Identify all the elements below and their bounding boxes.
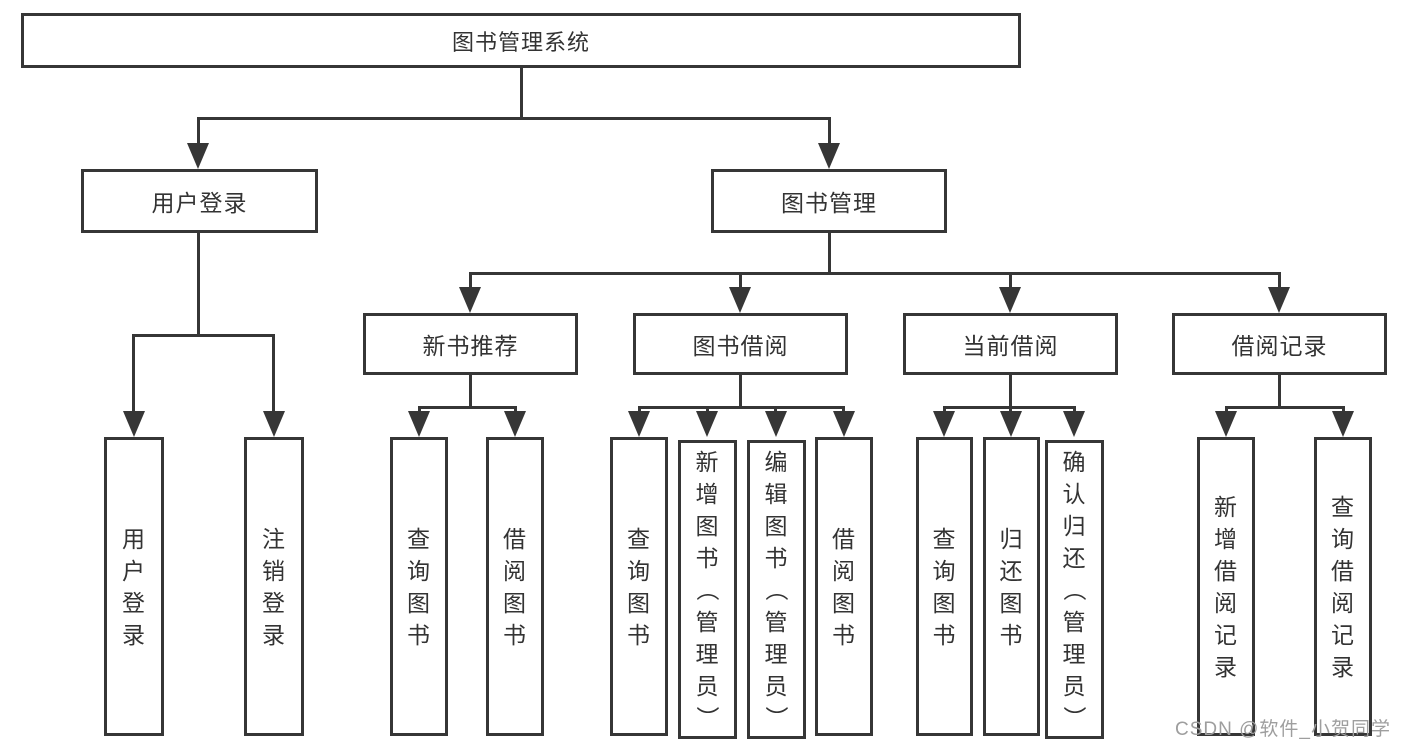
- arrow-down-icon: [1000, 411, 1022, 437]
- node-root: 图书管理系统: [21, 13, 1021, 68]
- connector-vline: [132, 334, 135, 413]
- leaf-label: 用户登录: [121, 525, 146, 648]
- leaf-logout: 注销登录: [244, 437, 304, 736]
- connector-vline: [418, 406, 421, 415]
- node-user-login: 用户登录: [81, 169, 318, 233]
- leaf-label: 查询借阅记录: [1330, 493, 1355, 680]
- node-root-label: 图书管理系统: [451, 29, 590, 55]
- node-book-borrow-label: 图书借阅: [692, 333, 789, 359]
- connector-hline: [1225, 406, 1345, 409]
- leaf-label: 确认归还（管理员）: [1061, 448, 1088, 730]
- node-new-book-recommend-label: 新书推荐: [422, 333, 519, 359]
- connector-vline: [469, 375, 472, 408]
- leaf-label: 查询图书: [932, 525, 957, 648]
- connector-hline: [418, 406, 517, 409]
- leaf-label: 借阅图书: [502, 525, 527, 648]
- arrow-down-icon: [1215, 411, 1237, 437]
- arrow-down-icon: [765, 411, 787, 437]
- node-book-management: 图书管理: [711, 169, 947, 233]
- connector-vline: [469, 272, 472, 289]
- connector-vline: [828, 233, 831, 275]
- leaf-label: 查询图书: [626, 525, 651, 648]
- leaf-label: 新增图书（管理员）: [694, 448, 721, 730]
- connector-vline: [1073, 406, 1076, 415]
- arrow-down-icon: [408, 411, 430, 437]
- arrow-down-icon: [696, 411, 718, 437]
- leaf-label: 注销登录: [261, 525, 286, 648]
- node-current-borrow-label: 当前借阅: [962, 333, 1059, 359]
- connector-vline: [197, 233, 200, 335]
- node-current-borrow: 当前借阅: [903, 313, 1118, 375]
- arrow-down-icon: [187, 143, 209, 169]
- leaf-label: 借阅图书: [831, 525, 856, 648]
- connector-hline: [132, 334, 275, 337]
- node-book-borrow: 图书借阅: [633, 313, 848, 375]
- leaf-query-books-3: 查询图书: [916, 437, 973, 736]
- connector-hline: [197, 117, 831, 120]
- connector-vline: [1342, 406, 1345, 415]
- connector-vline: [828, 117, 831, 145]
- arrow-down-icon: [1332, 411, 1354, 437]
- connector-vline: [1009, 375, 1012, 408]
- leaf-label: 编辑图书（管理员）: [763, 448, 790, 730]
- leaf-confirm-return-admin: 确认归还（管理员）: [1045, 440, 1104, 739]
- arrow-down-icon: [833, 411, 855, 437]
- leaf-label: 查询图书: [406, 525, 431, 648]
- leaf-add-books-admin: 新增图书（管理员）: [678, 440, 737, 739]
- leaf-add-borrow-record: 新增借阅记录: [1197, 437, 1255, 736]
- arrow-down-icon: [999, 287, 1021, 313]
- arrow-down-icon: [459, 287, 481, 313]
- leaf-query-books-1: 查询图书: [390, 437, 448, 736]
- connector-vline: [1009, 406, 1012, 415]
- node-borrow-record: 借阅记录: [1172, 313, 1387, 375]
- connector-vline: [1225, 406, 1228, 415]
- connector-vline: [272, 334, 275, 413]
- leaf-label: 新增借阅记录: [1213, 493, 1238, 680]
- connector-hline: [469, 272, 1281, 275]
- node-borrow-record-label: 借阅记录: [1231, 333, 1328, 359]
- connector-hline: [638, 406, 845, 409]
- arrow-down-icon: [123, 411, 145, 437]
- connector-vline: [842, 406, 845, 415]
- leaf-user-login: 用户登录: [104, 437, 164, 736]
- arrow-down-icon: [933, 411, 955, 437]
- connector-vline: [514, 406, 517, 415]
- connector-vline: [706, 406, 709, 415]
- node-book-management-label: 图书管理: [781, 190, 877, 216]
- node-user-login-label: 用户登录: [151, 190, 248, 216]
- watermark: CSDN @软件_小贺同学: [1175, 719, 1391, 740]
- connector-vline: [197, 117, 200, 145]
- node-new-book-recommend: 新书推荐: [363, 313, 578, 375]
- arrow-down-icon: [1268, 287, 1290, 313]
- arrow-down-icon: [818, 143, 840, 169]
- arrow-down-icon: [729, 287, 751, 313]
- arrow-down-icon: [1063, 411, 1085, 437]
- leaf-borrow-books-1: 借阅图书: [486, 437, 544, 736]
- leaf-return-books: 归还图书: [983, 437, 1040, 736]
- arrow-down-icon: [504, 411, 526, 437]
- connector-vline: [739, 375, 742, 408]
- connector-vline: [1009, 272, 1012, 289]
- connector-vline: [774, 406, 777, 415]
- leaf-query-borrow-record: 查询借阅记录: [1314, 437, 1372, 736]
- leaf-borrow-books-2: 借阅图书: [815, 437, 873, 736]
- leaf-edit-books-admin: 编辑图书（管理员）: [747, 440, 806, 739]
- connector-vline: [943, 406, 946, 415]
- connector-vline: [638, 406, 641, 415]
- arrow-down-icon: [263, 411, 285, 437]
- connector-vline: [739, 272, 742, 289]
- connector-vline: [1278, 375, 1281, 408]
- leaf-query-books-2: 查询图书: [610, 437, 668, 736]
- leaf-label: 归还图书: [999, 525, 1024, 648]
- arrow-down-icon: [628, 411, 650, 437]
- connector-vline: [1278, 272, 1281, 289]
- connector-vline: [520, 67, 523, 118]
